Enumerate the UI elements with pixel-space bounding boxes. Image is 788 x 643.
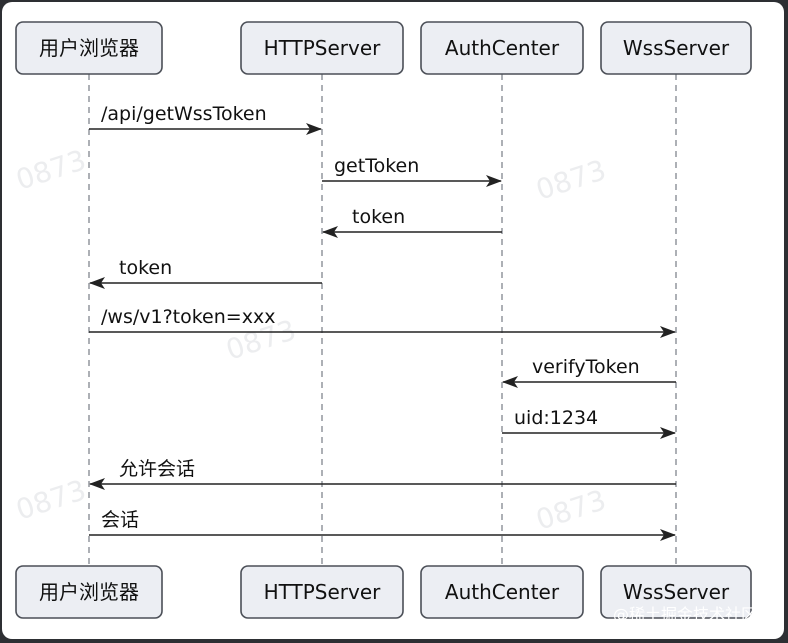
message-label: getToken [334,155,419,177]
message-label: uid:1234 [514,407,598,429]
message-4: token [89,257,322,289]
participant-label: WssServer [623,36,730,60]
participant-label: WssServer [623,580,730,604]
participants-top: 用户浏览器 HTTPServer AuthCenter WssServer [15,21,752,75]
participant-label: HTTPServer [264,580,382,604]
participant-http-bottom: HTTPServer [240,565,404,619]
message-label: verifyToken [532,356,640,378]
message-9: 会话 [89,509,676,541]
message-8: 允许会话 [89,458,676,490]
svg-text:0873: 0873 [532,483,610,536]
footer-watermark: @稀土掘金技术社区 [613,605,757,624]
participants-bottom: 用户浏览器 HTTPServer AuthCenter WssServer [15,565,752,619]
participant-wss-top: WssServer [600,21,752,75]
participant-label: HTTPServer [264,36,382,60]
message-label: token [352,206,405,228]
svg-text:0873: 0873 [12,473,90,526]
participant-wss-bottom: WssServer [600,565,752,619]
message-label: /ws/v1?token=xxx [101,306,275,328]
message-5: /ws/v1?token=xxx [89,306,676,338]
message-2: getToken [322,155,502,187]
svg-text:0873: 0873 [12,143,90,196]
participant-label: AuthCenter [445,36,560,60]
participant-auth-bottom: AuthCenter [420,565,584,619]
participant-http-top: HTTPServer [240,21,404,75]
message-label: /api/getWssToken [101,103,267,125]
participant-box [600,565,752,619]
participant-box [240,565,404,619]
participant-box [15,21,163,75]
participant-label: AuthCenter [445,580,560,604]
participant-auth-top: AuthCenter [420,21,584,75]
participant-box [15,565,163,619]
participant-box [420,21,584,75]
messages: /api/getWssToken getToken token token/ws/v1… [89,103,676,541]
participant-browser-bottom: 用户浏览器 [15,565,163,619]
participant-label: 用户浏览器 [39,580,139,604]
message-6: verifyToken [502,356,676,388]
message-label: 会话 [101,509,139,531]
message-label: token [119,257,172,279]
participant-browser-top: 用户浏览器 [15,21,163,75]
message-3: token [322,206,502,238]
participant-box [600,21,752,75]
participant-label: 用户浏览器 [39,36,139,60]
svg-text:0873: 0873 [532,153,610,206]
participant-box [420,565,584,619]
message-1: /api/getWssToken [89,103,322,135]
participant-box [240,21,404,75]
message-7: uid:1234 [502,407,676,439]
faint-watermarks: 0873 0873 0873 0873 0873 [12,143,610,536]
message-label: 允许会话 [119,458,195,480]
